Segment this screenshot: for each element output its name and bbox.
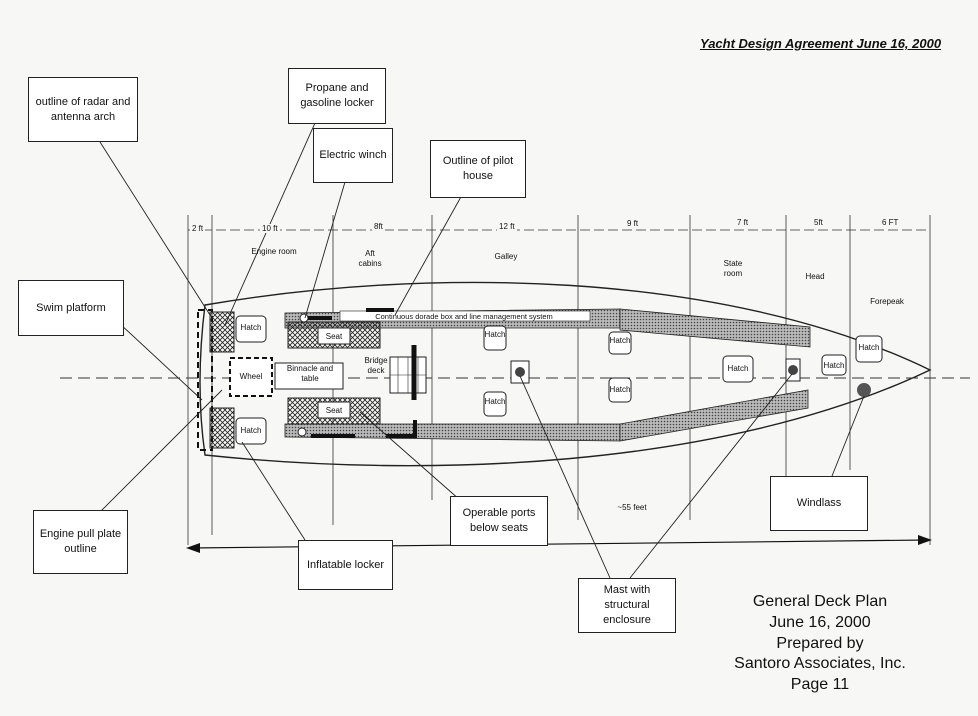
station-lines — [187, 215, 931, 545]
hull-outline — [199, 281, 932, 467]
wheel-outline — [229, 357, 273, 397]
bridge-deck-label: Bridge deck — [364, 356, 388, 375]
wheel-label: Wheel — [239, 372, 263, 381]
hatch-label: Hatch — [609, 385, 631, 394]
callout-swim-platform: Swim platform — [18, 280, 124, 336]
overall-length-arrow-aft — [186, 543, 200, 553]
dim-12ft: 12 ft — [497, 222, 517, 231]
zone-forepeak: Forepeak — [870, 297, 904, 306]
callout-pilot-house: Outline of pilot house — [430, 140, 526, 198]
seat-label: Seat — [325, 332, 343, 341]
overall-length-arrow-fwd — [918, 535, 932, 545]
title-block: General Deck Plan June 16, 2000 Prepared… — [720, 592, 920, 696]
binnacle-table — [274, 362, 344, 390]
dorade-box-stbd-fwd — [619, 389, 809, 442]
dim-10ft: 10 ft — [260, 224, 280, 233]
swim-platform-outline — [197, 309, 213, 451]
callout-propane-locker: Propane and gasoline locker — [288, 68, 386, 124]
overall-length-label: ~55 feet — [617, 503, 647, 512]
dim-2ft: 2 ft — [190, 224, 206, 233]
hatch-label: Hatch — [240, 323, 262, 332]
winch-port — [299, 313, 309, 323]
hatch-label: Hatch — [240, 426, 262, 435]
hatch-label: Hatch — [484, 397, 506, 406]
leader-lines — [99, 122, 865, 579]
title-block-line: Prepared by — [776, 634, 864, 652]
windlass-fitting — [857, 383, 871, 397]
title-block-line: General Deck Plan — [752, 593, 888, 610]
mast — [515, 367, 525, 377]
zone-aft-cabins: Aft cabins — [358, 249, 382, 268]
hatch-label: Hatch — [727, 364, 749, 373]
callout-mast: Mast with structural enclosure — [578, 578, 676, 633]
binnacle-label: Binnacle and table — [286, 364, 334, 383]
zone-head: Head — [805, 272, 825, 281]
zone-galley: Galley — [494, 252, 518, 261]
hatch-label: Hatch — [484, 330, 506, 339]
dim-5ft: 5ft — [812, 218, 825, 227]
title-block-line: Santoro Associates, Inc. — [734, 655, 906, 673]
dim-8ft: 8ft — [372, 222, 385, 231]
callout-operable-ports: Operable ports below seats — [450, 496, 548, 546]
seat-port-label-box — [317, 327, 351, 345]
seat-label: Seat — [325, 406, 343, 415]
deck-hardware — [308, 308, 417, 438]
dorade-label: Continuous dorade box and line managemen… — [375, 312, 553, 321]
callout-windlass: Windlass — [770, 476, 868, 531]
dorade-box-port-fwd — [619, 308, 811, 348]
propane-locker — [209, 311, 235, 353]
page-header: Yacht Design Agreement June 16, 2000 — [700, 36, 942, 51]
callout-radar-arch: outline of radar and antenna arch — [28, 77, 138, 142]
mast-fwd — [788, 365, 798, 375]
hatch-label: Hatch — [823, 361, 845, 370]
callout-engine-pull-plate: Engine pull plate outline — [33, 510, 128, 574]
zone-state-room: State room — [723, 259, 743, 278]
dorade-box-stbd — [284, 423, 621, 442]
hatch-label: Hatch — [609, 336, 631, 345]
inflatable-locker — [209, 407, 235, 449]
callout-electric-winch: Electric winch — [313, 128, 393, 183]
dorade-label-box — [339, 310, 591, 322]
dim-6ft: 6 FT — [880, 218, 901, 227]
callout-inflatable-locker: Inflatable locker — [298, 540, 393, 590]
dim-7ft: 7 ft — [735, 218, 751, 227]
dim-9ft: 9 ft — [625, 219, 641, 228]
title-block-line: Page 11 — [790, 676, 850, 694]
title-block-line: June 16, 2000 — [769, 613, 871, 631]
hatch-label: Hatch — [858, 343, 880, 352]
seat-stbd-label-box — [317, 401, 351, 419]
winch-stbd — [297, 427, 307, 437]
hatches — [235, 315, 883, 445]
zone-engine-room: Engine room — [251, 247, 297, 256]
